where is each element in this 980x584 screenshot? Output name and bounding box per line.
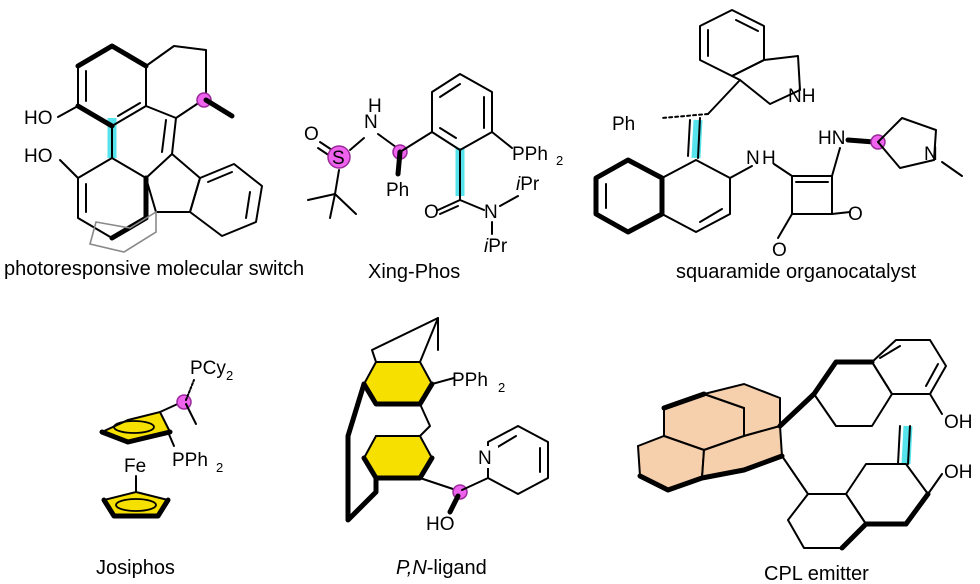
molecular-switch-structure: HO HO [24,43,263,253]
svg-text:2: 2 [498,380,505,395]
iron-label: Fe [124,456,146,477]
pn-ligand-structure: PPh 2 HO N [345,317,549,535]
nitrogen-label: N [364,112,378,133]
hydroxy-label: HO [24,108,53,129]
svg-text:2: 2 [216,460,223,475]
caption-xingphos: Xing-Phos [368,261,460,283]
nitrogen-label: N [746,148,760,169]
caption-josiphos: Josiphos [96,557,175,579]
phosphine-label: PPh [172,450,208,471]
cpl-emitter-structure: OH OH [636,339,973,551]
hydrogen-label: H [368,96,382,117]
oxygen-label: O [424,202,439,223]
josiphos-structure: PCy 2 PPh 2 Fe [99,358,233,519]
phenyl-label: Ph [612,114,635,135]
oxygen-label: O [848,204,863,225]
nitrogen-label: N [478,448,492,469]
hydroxy-label: HO [426,514,455,535]
axis-highlight [901,425,913,465]
svg-text:2: 2 [226,368,233,383]
svg-text:2: 2 [556,153,563,168]
amine-label: HN [818,128,845,149]
indole-nh-label: NH [788,86,815,107]
caption-pn-ligand: P,N-ligand [396,557,487,579]
caption-cpl-emitter: CPL emitter [764,563,869,584]
isopropyl-label: iPr [516,174,540,195]
nitrogen-label: N [484,202,498,223]
hydroxy-label: HO [24,146,53,167]
phosphine-label: PCy [190,358,226,379]
stereocenter-marker [176,394,192,410]
svg-text:H: H [762,148,776,169]
caption-squaramide: squaramide organocatalyst [676,261,917,283]
bold-bond [75,43,149,69]
squaramide-structure: NH Ph N H O O HN N [593,9,963,261]
isopropyl-label: iPr [484,236,508,257]
stereocenter-marker [327,145,351,169]
phosphine-label: PPh [512,144,548,165]
sulfur-label: S [332,148,345,169]
phosphine-label: PPh [452,370,488,391]
xingphos-structure: O S N H Ph PPh 2 O N iPr [304,73,563,257]
caption-molecular-switch: photoresponsive molecular switch [4,258,304,280]
bold-bond [75,103,115,129]
hydroxy-label: OH [944,462,973,483]
axis-highlight [691,119,703,159]
phenyl-label: Ph [386,180,409,201]
oxygen-label: O [304,124,319,145]
nitrogen-label: N [924,144,938,165]
oxygen-label: O [772,240,787,261]
hydroxy-label: OH [944,412,973,433]
